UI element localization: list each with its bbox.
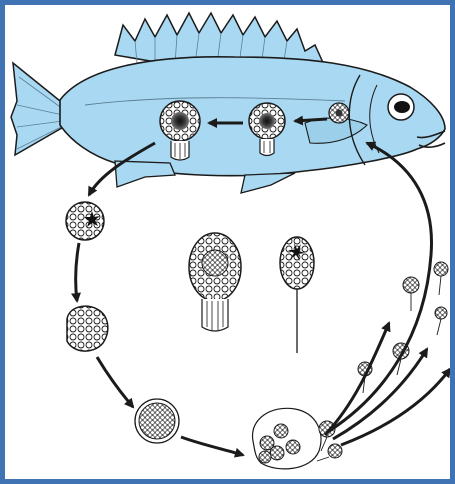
tomite-detail-icon bbox=[280, 237, 314, 353]
arrow-tomont-to-dividing bbox=[97, 357, 133, 407]
arrow-dividing-to-tomocyst bbox=[181, 437, 243, 455]
arrow-tomite-up-1 bbox=[325, 323, 389, 435]
free-tomite-icon bbox=[358, 262, 448, 393]
dividing-tomont-icon bbox=[135, 399, 179, 443]
arrow-tomite-up-3 bbox=[341, 369, 450, 445]
fish bbox=[11, 13, 445, 193]
arrow-tomite-up-2 bbox=[333, 349, 427, 439]
arrow-released-to-tomont bbox=[76, 243, 79, 301]
cycle-arrows bbox=[76, 143, 450, 455]
life-cycle-diagram bbox=[5, 5, 450, 479]
trophont-detail-icon bbox=[189, 233, 241, 331]
eye bbox=[388, 94, 414, 120]
released-trophont-icon bbox=[66, 202, 104, 240]
small-trophont-icon bbox=[329, 103, 349, 123]
tomont-icon bbox=[67, 306, 108, 351]
arrow-small-to-trophont bbox=[295, 119, 327, 121]
tomocyst-icon bbox=[253, 408, 321, 469]
figure-panel bbox=[5, 5, 450, 479]
pelvic-fin bbox=[241, 173, 295, 193]
anal-fin bbox=[115, 161, 175, 187]
